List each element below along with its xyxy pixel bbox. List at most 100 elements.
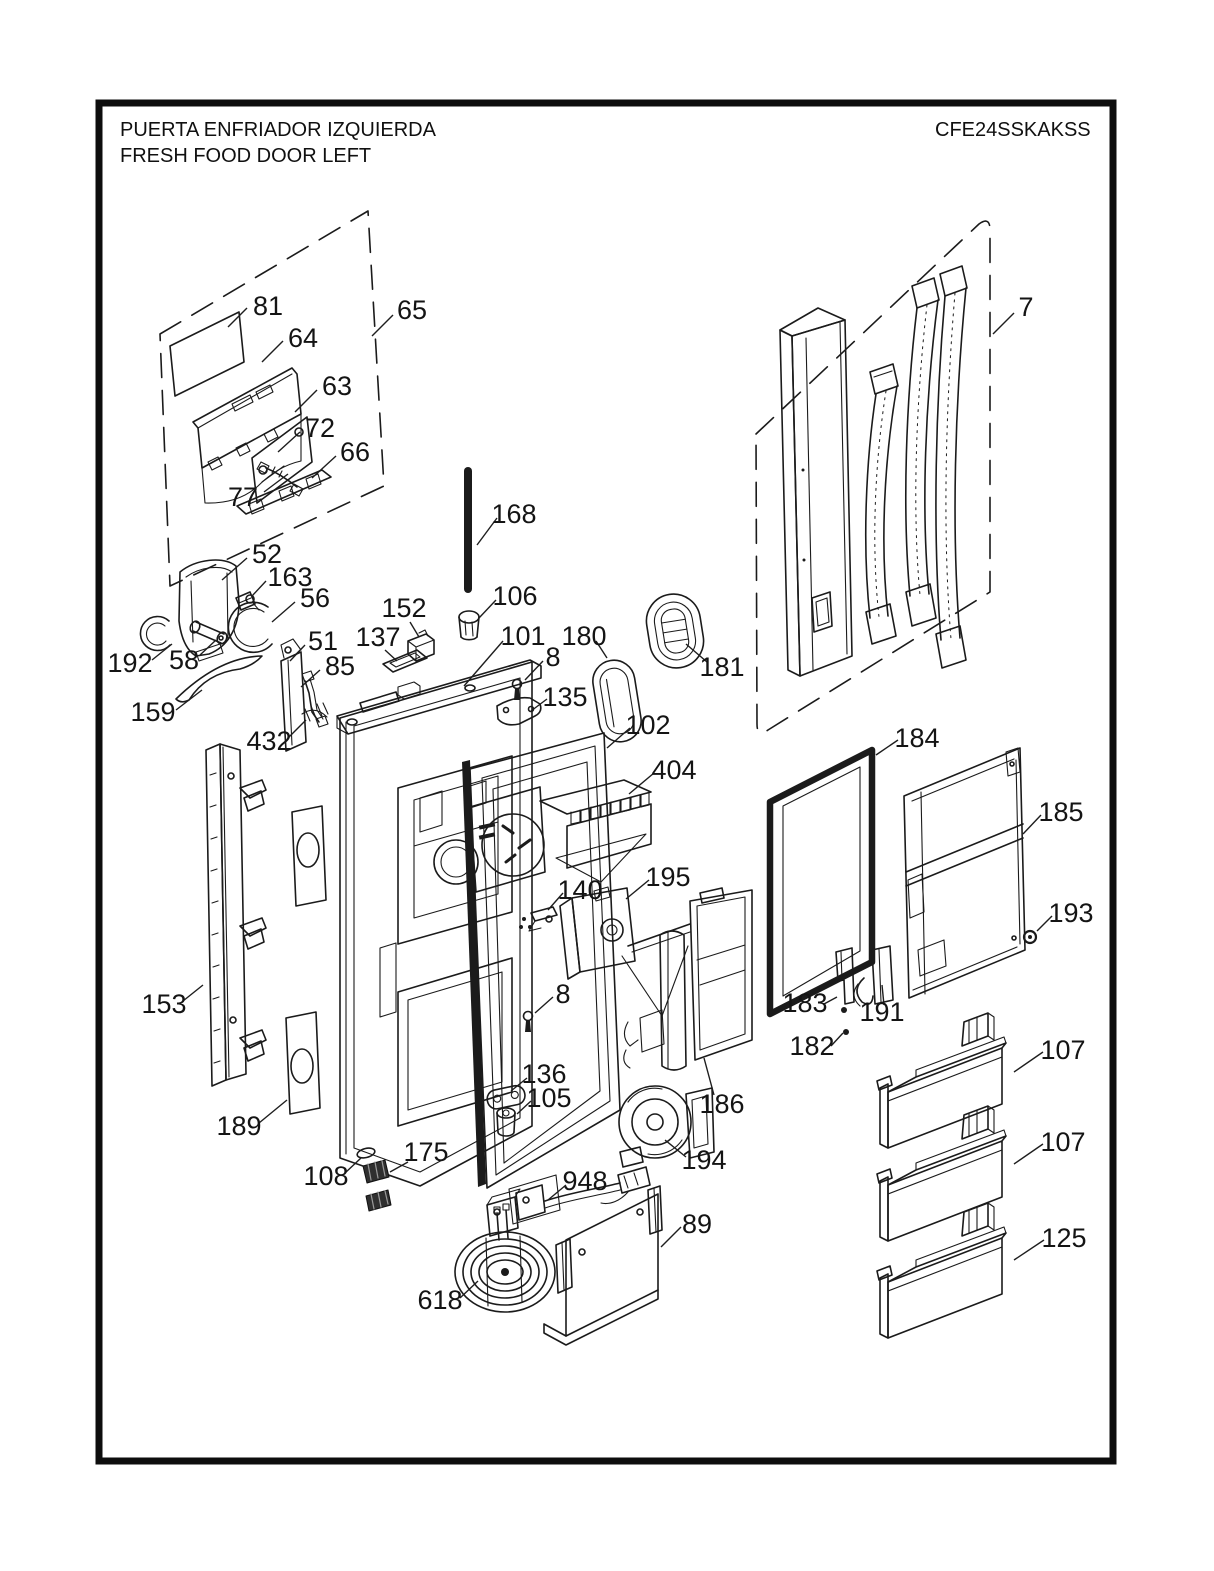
part-105-plug-art [496, 1107, 516, 1137]
leader-line-186 [703, 1057, 715, 1096]
leader-line-183 [823, 996, 838, 1005]
part-callout-65: 65 [397, 295, 427, 325]
part-194-fan-art [618, 1085, 715, 1168]
part-182-screws-art [841, 1007, 849, 1035]
part-callout-8: 8 [555, 979, 570, 1009]
part-callout-181: 181 [699, 652, 744, 682]
part-callout-52: 52 [252, 539, 282, 569]
leader-line-184 [875, 739, 899, 756]
part-callout-125: 125 [1041, 1223, 1086, 1253]
leader-line-195 [625, 879, 650, 900]
leader-line-163 [251, 580, 267, 597]
part-callout-180: 180 [561, 621, 606, 651]
part-7-handle-short-art [864, 363, 899, 645]
leader-line-194 [664, 1139, 687, 1158]
part-callout-106: 106 [492, 581, 537, 611]
leader-line-181 [685, 643, 708, 663]
part-callout-191: 191 [859, 997, 904, 1027]
leader-line-175 [389, 1161, 409, 1173]
leader-line-64 [261, 340, 284, 363]
part-callout-182: 182 [789, 1031, 834, 1061]
part-callout-8: 8 [545, 642, 560, 672]
part-callout-105: 105 [526, 1083, 571, 1113]
leader-line-58 [199, 639, 217, 656]
part-callout-108: 108 [303, 1161, 348, 1191]
part-callout-163: 163 [267, 562, 312, 592]
part-callout-64: 64 [288, 323, 318, 353]
leader-line-89 [660, 1226, 682, 1248]
part-callout-432: 432 [246, 726, 291, 756]
part-callout-136: 136 [521, 1059, 566, 1089]
leader-line-63 [294, 389, 318, 413]
part-140-clip-art [528, 906, 558, 932]
part-404-icemaker-art [469, 779, 652, 893]
part-callout-618: 618 [417, 1285, 462, 1315]
part-callout-7: 7 [1018, 292, 1033, 322]
part-168-tube-art [464, 467, 472, 593]
part-102-liner-frame-art [462, 732, 621, 1189]
part-159-flap-art [175, 655, 263, 703]
leader-line-85 [300, 669, 321, 688]
part-callout-152: 152 [381, 593, 426, 623]
leader-line-432 [287, 719, 307, 739]
leader-line-140 [547, 892, 564, 911]
part-callout-72: 72 [305, 413, 335, 443]
leader-line-191 [881, 984, 885, 1006]
part-callout-102: 102 [625, 710, 670, 740]
part-callout-194: 194 [681, 1145, 726, 1175]
leader-line-52 [221, 557, 248, 581]
part-callout-135: 135 [542, 682, 587, 712]
part-72-wire-art [256, 461, 304, 497]
part-185-panel-art [903, 747, 1026, 999]
part-callout-404: 404 [651, 755, 696, 785]
part-callout-153: 153 [141, 989, 186, 1019]
part-191-bracket-art [853, 945, 894, 1007]
part-callout-51: 51 [308, 626, 338, 656]
leader-line-77 [263, 473, 289, 493]
part-callout-185: 185 [1038, 797, 1083, 827]
part-callout-107: 107 [1040, 1035, 1085, 1065]
part-153-rail-art [205, 743, 267, 1087]
part-7-handle-right-art [935, 265, 968, 669]
part-callout-175: 175 [403, 1137, 448, 1167]
leader-line-135 [530, 698, 548, 712]
leader-line-182 [830, 1032, 844, 1047]
leader-line-180 [595, 640, 608, 659]
part-callout-159: 159 [130, 697, 175, 727]
leader-line-618 [459, 1280, 479, 1299]
leader-line-192 [151, 643, 173, 661]
leader-line-107 [1013, 1143, 1044, 1165]
part-81-panel-art [169, 311, 245, 397]
part-195-module-art [559, 886, 636, 980]
part-192-ring-art [139, 615, 171, 652]
leader-line-168 [476, 517, 498, 546]
leader-line-101 [463, 640, 504, 687]
leader-line-8 [524, 660, 544, 681]
leader-line-948 [547, 1184, 567, 1201]
leader-line-65 [371, 314, 394, 337]
leader-line-81 [227, 307, 248, 328]
leader-line-106 [478, 599, 497, 619]
part-193-nut-art [1022, 929, 1038, 945]
part-64-control-board-art [192, 367, 302, 504]
leader-line-105 [516, 1100, 532, 1115]
part-175-caps-art [362, 1159, 392, 1212]
part-108-cap-art [356, 1147, 376, 1159]
part-callout-66: 66 [340, 437, 370, 467]
model-number: CFE24SSKAKSS [935, 119, 1091, 141]
part-432-spring-art [301, 702, 329, 722]
part-callout-63: 63 [322, 371, 352, 401]
part-callout-58: 58 [169, 645, 199, 675]
leader-line-56 [271, 601, 296, 623]
leader-line-72 [277, 431, 301, 453]
part-callout-193: 193 [1048, 898, 1093, 928]
part-7-mullion-art [779, 307, 853, 677]
part-callout-168: 168 [491, 499, 536, 529]
part-callout-186: 186 [699, 1089, 744, 1119]
part-136-plate-art [486, 1084, 526, 1110]
part-186-bucket-art [621, 887, 753, 1071]
part-callout-195: 195 [645, 862, 690, 892]
part-89-cover-art [543, 1185, 663, 1346]
dashed-box-7 [755, 220, 991, 734]
